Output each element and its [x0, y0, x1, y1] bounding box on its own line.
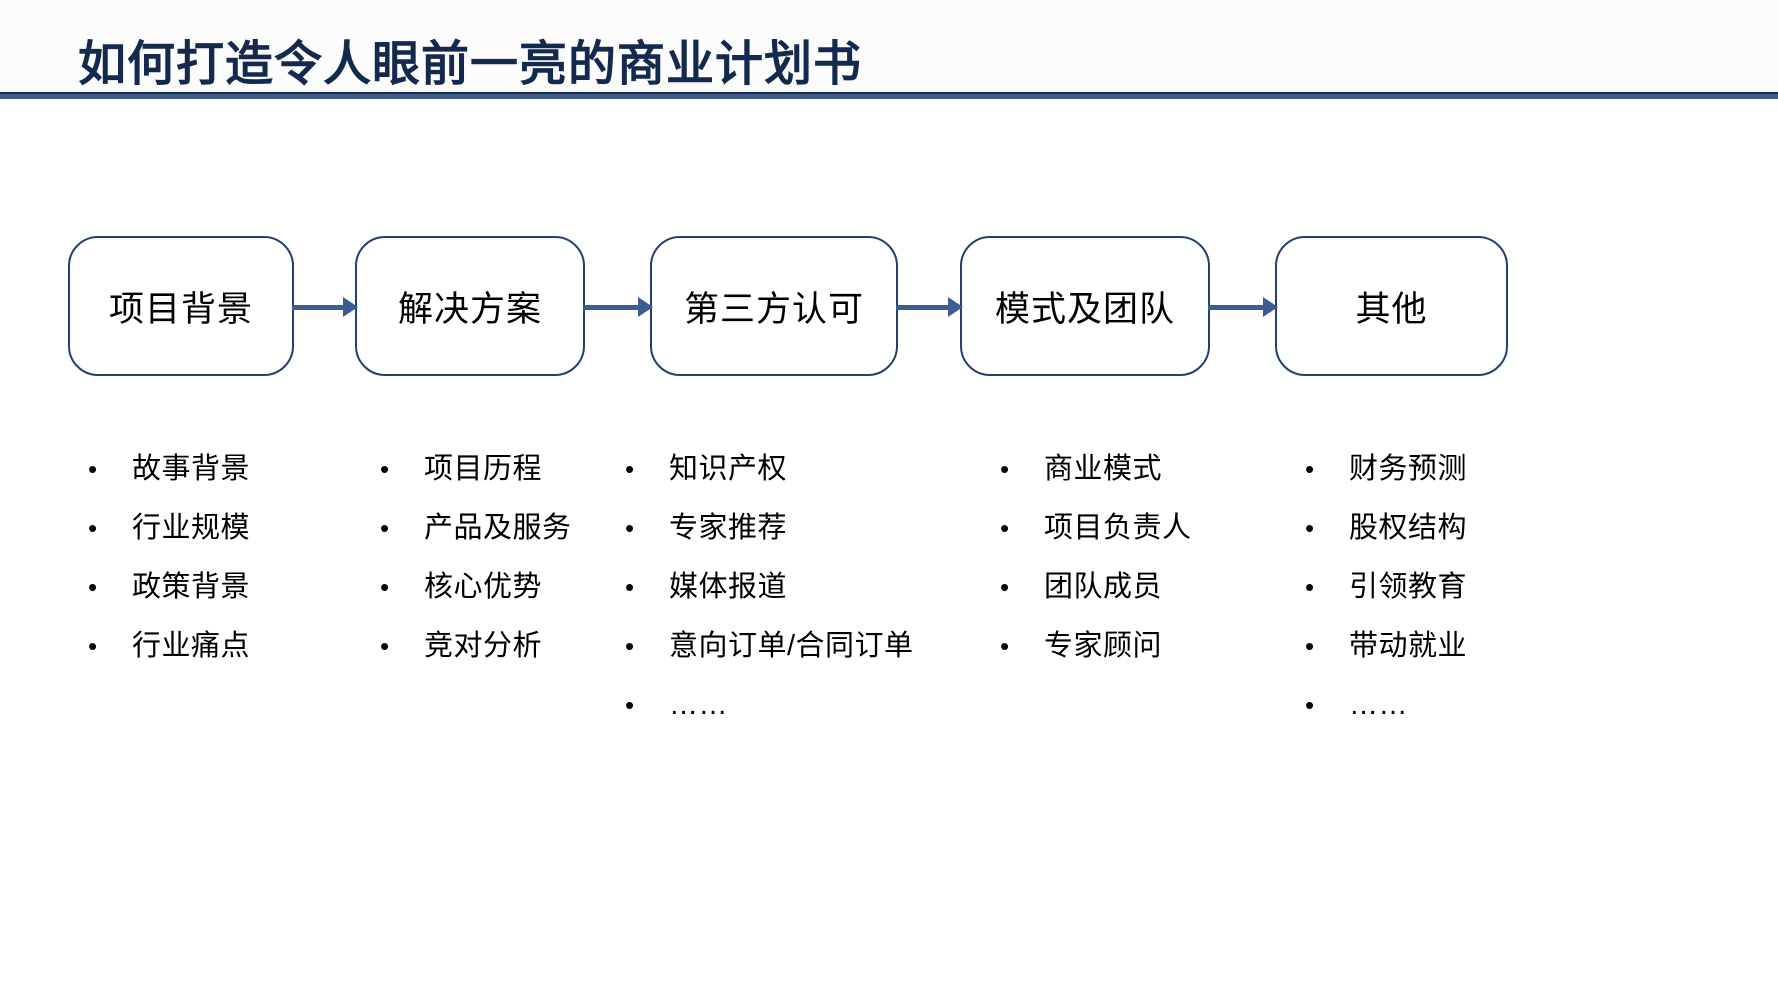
- list-item: • 意向订单/合同订单: [625, 617, 985, 676]
- list-item: • 知识产权: [625, 440, 985, 499]
- flow-box-label: 其他: [1355, 289, 1428, 329]
- page-title: 如何打造令人眼前一亮的商业计划书: [78, 38, 863, 91]
- arrow-shaft: [1208, 305, 1265, 310]
- list-item: • 政策背景: [88, 558, 448, 617]
- bullet-icon: •: [88, 513, 98, 543]
- list-item-text: 带动就业: [1349, 630, 1468, 662]
- bullet-icon: •: [1305, 513, 1315, 543]
- arrow-shaft: [583, 305, 640, 310]
- list-item-text: 知识产权: [669, 453, 788, 485]
- bullet-icon: •: [380, 572, 390, 602]
- bullet-list-model-team: • 商业模式 • 项目负责人 • 团队成员 • 专家顾问: [1000, 440, 1360, 676]
- list-item: • 项目历程: [380, 440, 740, 499]
- arrow-head: [1263, 297, 1278, 317]
- list-item-text: 股权结构: [1349, 512, 1468, 544]
- bullet-icon: •: [1000, 572, 1010, 602]
- flow-arrow-icon: [292, 295, 358, 319]
- bullet-icon: •: [1000, 513, 1010, 543]
- flow-box-project-background: 项目背景: [68, 236, 294, 376]
- list-item: • ……: [1305, 676, 1665, 735]
- list-item: • 故事背景: [88, 440, 448, 499]
- list-item: • 股权结构: [1305, 499, 1665, 558]
- arrow-shaft: [292, 305, 345, 310]
- flow-arrow-icon: [1208, 295, 1278, 319]
- bullet-icon: •: [88, 631, 98, 661]
- arrow-shaft: [896, 305, 950, 310]
- bullet-icon: •: [1305, 690, 1315, 720]
- list-item: • 竞对分析: [380, 617, 740, 676]
- bullet-icon: •: [1305, 454, 1315, 484]
- bullet-icon: •: [625, 572, 635, 602]
- list-item: • 项目负责人: [1000, 499, 1360, 558]
- arrow-head: [638, 297, 653, 317]
- flow-box-third-party: 第三方认可: [650, 236, 898, 376]
- bullet-list-solution: • 项目历程 • 产品及服务 • 核心优势 • 竞对分析: [380, 440, 740, 676]
- slide-header: 如何打造令人眼前一亮的商业计划书: [0, 0, 1778, 92]
- flow-box-solution: 解决方案: [355, 236, 585, 376]
- list-item-text: 行业规模: [132, 512, 251, 544]
- arrow-head: [948, 297, 963, 317]
- list-item: • ……: [625, 676, 985, 735]
- list-item-text: 媒体报道: [669, 571, 788, 603]
- list-item: • 产品及服务: [380, 499, 740, 558]
- list-item-text: 商业模式: [1044, 453, 1163, 485]
- flow-box-label: 第三方认可: [683, 289, 864, 329]
- list-item: • 专家顾问: [1000, 617, 1360, 676]
- list-item-text: 财务预测: [1349, 453, 1468, 485]
- bullet-icon: •: [88, 572, 98, 602]
- bullet-icon: •: [1000, 454, 1010, 484]
- list-item-text: 团队成员: [1044, 571, 1163, 603]
- flow-arrow-icon: [896, 295, 963, 319]
- list-item-text: 核心优势: [424, 571, 543, 603]
- list-item: • 核心优势: [380, 558, 740, 617]
- list-item-text: 政策背景: [132, 571, 251, 603]
- title-divider-line: [0, 92, 1778, 99]
- list-item-text: 专家推荐: [669, 512, 788, 544]
- list-item: • 团队成员: [1000, 558, 1360, 617]
- flow-arrow-icon: [583, 295, 653, 319]
- flow-box-label: 模式及团队: [994, 289, 1175, 329]
- bullet-icon: •: [380, 631, 390, 661]
- flow-box-model-team: 模式及团队: [960, 236, 1210, 376]
- list-item: • 财务预测: [1305, 440, 1665, 499]
- list-item-text: 项目历程: [424, 453, 543, 485]
- list-item-text: ……: [669, 689, 728, 721]
- list-item-text: ……: [1349, 689, 1408, 721]
- bullet-icon: •: [625, 454, 635, 484]
- bullet-icon: •: [1305, 572, 1315, 602]
- bullet-icon: •: [1000, 631, 1010, 661]
- list-item-text: 竞对分析: [424, 630, 543, 662]
- bullet-list-third-party: • 知识产权 • 专家推荐 • 媒体报道 • 意向订单/合同订单 • ……: [625, 440, 985, 735]
- bullet-icon: •: [1305, 631, 1315, 661]
- list-item: • 带动就业: [1305, 617, 1665, 676]
- list-item: • 专家推荐: [625, 499, 985, 558]
- bullet-icon: •: [625, 513, 635, 543]
- list-item: • 行业规模: [88, 499, 448, 558]
- bullet-icon: •: [380, 454, 390, 484]
- bullet-icon: •: [625, 690, 635, 720]
- bullet-icon: •: [88, 454, 98, 484]
- bullet-icon: •: [625, 631, 635, 661]
- list-item: • 行业痛点: [88, 617, 448, 676]
- list-item-text: 行业痛点: [132, 630, 251, 662]
- list-item: • 媒体报道: [625, 558, 985, 617]
- bullet-icon: •: [380, 513, 390, 543]
- list-item-text: 引领教育: [1349, 571, 1468, 603]
- bullet-list-project-background: • 故事背景 • 行业规模 • 政策背景 • 行业痛点: [88, 440, 448, 676]
- list-item-text: 意向订单/合同订单: [669, 630, 914, 662]
- list-item-text: 专家顾问: [1044, 630, 1163, 662]
- list-item: • 引领教育: [1305, 558, 1665, 617]
- list-item-text: 项目负责人: [1044, 512, 1192, 544]
- flow-box-other: 其他: [1275, 236, 1508, 376]
- list-item-text: 产品及服务: [424, 512, 572, 544]
- flow-box-label: 解决方案: [397, 289, 542, 329]
- flow-box-label: 项目背景: [108, 289, 253, 329]
- bullet-list-other: • 财务预测 • 股权结构 • 引领教育 • 带动就业 • ……: [1305, 440, 1665, 735]
- arrow-head: [343, 297, 358, 317]
- list-item: • 商业模式: [1000, 440, 1360, 499]
- list-item-text: 故事背景: [132, 453, 251, 485]
